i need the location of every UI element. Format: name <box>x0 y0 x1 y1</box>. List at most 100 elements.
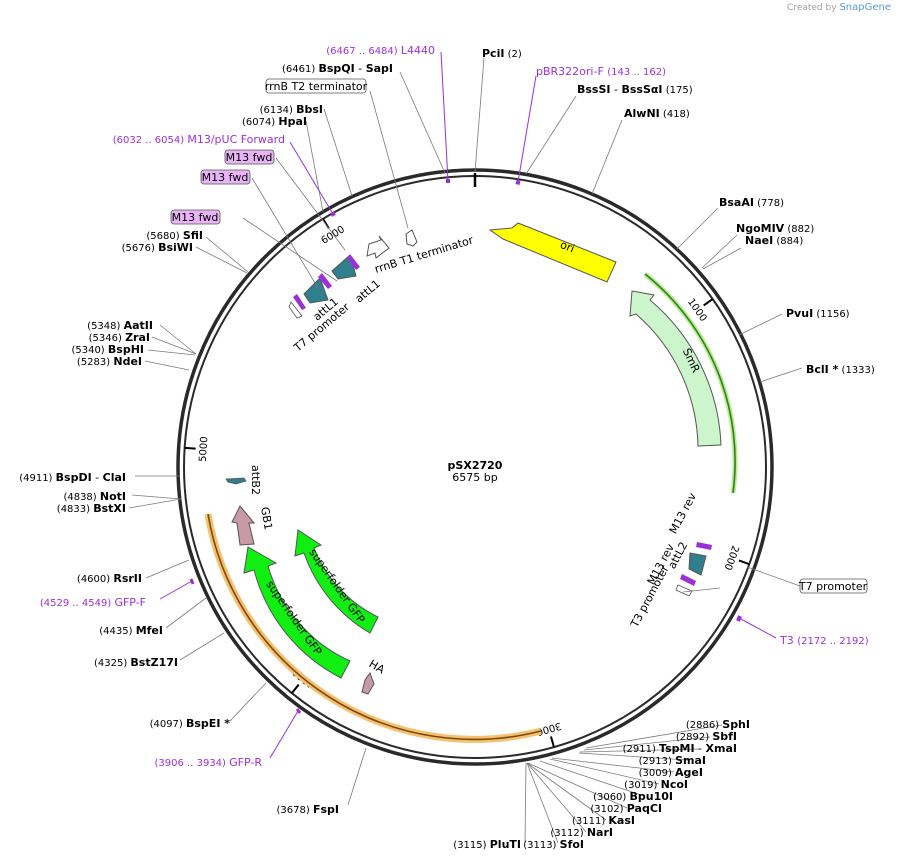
site-bstxi[interactable]: (4833) BstXI <box>57 502 126 515</box>
site-bpu10i[interactable]: (3060) Bpu10I <box>593 790 673 803</box>
sfgfp-feature-2[interactable] <box>294 529 379 634</box>
site-bsphi[interactable]: (5340) BspHI <box>71 343 144 356</box>
primer-t3[interactable]: T3 (2172 .. 2192) <box>779 634 869 647</box>
site-noti[interactable]: (4838) NotI <box>63 490 126 503</box>
attb2-feature[interactable] <box>225 477 247 485</box>
site-agei[interactable]: (3009) AgeI <box>639 766 703 779</box>
site-paqci[interactable]: (3102) PaqCI <box>590 802 662 815</box>
site-sfoi[interactable]: (3113) SfoI <box>523 838 584 851</box>
m13-fwd-marker-3 <box>293 294 306 310</box>
site-kasi[interactable]: (3111) KasI <box>572 814 635 827</box>
site-pcii[interactable]: PciI (2) <box>482 47 522 60</box>
svg-text:(2892) SbfI: (2892) SbfI <box>676 730 737 743</box>
site-bspdi[interactable]: (4911) BspDI - ClaI <box>19 471 126 484</box>
site-zrai[interactable]: (5346) ZraI <box>89 331 150 344</box>
svg-text:NgoMIV (882): NgoMIV (882) <box>736 222 814 235</box>
attl2-feature[interactable] <box>688 552 707 576</box>
rrnb-t1-feature[interactable] <box>366 235 390 259</box>
primer-m13pucforward[interactable]: (6032 .. 6054) M13/pUC Forward <box>113 133 285 146</box>
primer-labels: pBR322ori-F (143 .. 162) T3 (2172 .. 2192… <box>40 44 869 769</box>
primer-pbr322orif[interactable]: pBR322ori-F (143 .. 162) <box>536 65 666 78</box>
primer-gfpf[interactable]: (4529 .. 4549) GFP-F <box>40 596 146 609</box>
svg-text:(3115) PluTI: (3115) PluTI <box>453 838 521 851</box>
site-bsiwi[interactable]: (5676) BsiWI <box>122 241 193 254</box>
svg-text:(3112) NarI: (3112) NarI <box>550 826 613 839</box>
svg-text:(6461) BspQI - SapI: (6461) BspQI - SapI <box>282 62 393 75</box>
svg-text:(3678) FspI: (3678) FspI <box>277 803 339 816</box>
svg-text:(4911) BspDI - ClaI: (4911) BspDI - ClaI <box>19 471 126 484</box>
smr-line-arc <box>644 273 736 494</box>
site-ndei[interactable]: (5283) NdeI <box>77 355 142 368</box>
tick-label-5000: 5000 <box>198 436 211 462</box>
svg-text:(3102) PaqCI: (3102) PaqCI <box>590 802 662 815</box>
attl1-feature-b[interactable] <box>303 277 329 304</box>
t7-promoter-label-right: T7 promoter <box>798 580 868 593</box>
svg-text:(4600) RsrII: (4600) RsrII <box>77 572 142 585</box>
primer-mark-pbr322 <box>515 180 521 185</box>
site-bsaai[interactable]: BsaAI (778) <box>719 196 784 209</box>
gb1-feature[interactable] <box>231 505 256 546</box>
m13-rev-label-a: M13 rev <box>667 490 700 536</box>
site-bspei[interactable]: (4097) BspEI * <box>150 717 231 730</box>
site-bbsi[interactable]: (6134) BbsI <box>260 103 323 116</box>
m13-fwd-marker-1 <box>347 254 360 270</box>
svg-text:(4325) BstZ17I: (4325) BstZ17I <box>94 656 178 669</box>
tick-mark-3000 <box>550 736 555 748</box>
svg-text:(2911) TspMI - XmaI: (2911) TspMI - XmaI <box>623 742 737 755</box>
site-pluti[interactable]: (3115) PluTI <box>453 838 521 851</box>
m13-fwd-marker-2 <box>318 273 332 289</box>
snapgene-watermark: Created by SnapGene <box>787 2 891 13</box>
rrnb-t1-label: rrnB T1 terminator <box>373 233 475 275</box>
svg-text:NaeI (884): NaeI (884) <box>745 234 803 247</box>
site-bspqi[interactable]: (6461) BspQI - SapI <box>282 62 393 75</box>
site-sbfi[interactable]: (2892) SbfI <box>676 730 737 743</box>
site-ngomiv[interactable]: NgoMIV (882) <box>736 222 814 235</box>
svg-text:(5346) ZraI: (5346) ZraI <box>89 331 150 344</box>
site-hpai[interactable]: (6074) HpaI <box>242 115 307 128</box>
site-ncoi[interactable]: (3019) NcoI <box>624 778 688 791</box>
m13-fwd-box-3 <box>170 209 221 225</box>
site-pvui[interactable]: PvuI (1156) <box>786 307 850 320</box>
site-smai[interactable]: (2913) SmaI <box>639 754 706 767</box>
primer-leaders <box>159 51 777 759</box>
site-nari[interactable]: (3112) NarI <box>550 826 613 839</box>
site-bsssi[interactable]: BssSI - BssSαI (175) <box>577 83 693 96</box>
site-tspmi[interactable]: (2911) TspMI - XmaI <box>623 742 737 755</box>
rrnb-t2-label: rrnB T2 terminator <box>265 80 368 93</box>
svg-text:(3009) AgeI: (3009) AgeI <box>639 766 703 779</box>
attl1-label-a: attL1 <box>353 277 383 305</box>
site-naei[interactable]: NaeI (884) <box>745 234 803 247</box>
smr-feature[interactable] <box>629 290 722 447</box>
svg-text:(3019) NcoI: (3019) NcoI <box>624 778 688 791</box>
ha-feature[interactable] <box>361 671 375 695</box>
site-alwni[interactable]: AlwNI (418) <box>624 107 690 120</box>
svg-text:(3060) Bpu10I: (3060) Bpu10I <box>593 790 673 803</box>
site-sphi[interactable]: (2886) SphI <box>686 718 750 731</box>
primer-gfpr[interactable]: (3906 .. 3934) GFP-R <box>155 756 263 769</box>
sfgfp-label-2: superfolder GFP <box>306 546 367 626</box>
svg-text:BclI * (1333): BclI * (1333) <box>806 363 875 376</box>
m13-fwd-box-1 <box>224 149 275 165</box>
site-rsrii[interactable]: (4600) RsrII <box>77 572 142 585</box>
svg-text:PvuI (1156): PvuI (1156) <box>786 307 850 320</box>
m13-fwd-box-2 <box>200 169 251 185</box>
tick-mark-2000 <box>738 559 750 566</box>
sfgfp-feature-1[interactable] <box>243 546 351 679</box>
svg-text:PciI (2): PciI (2) <box>482 47 522 60</box>
t7-promoter-arrow-left <box>288 301 303 319</box>
svg-text:(4435) MfeI: (4435) MfeI <box>99 624 163 637</box>
site-mfei[interactable]: (4435) MfeI <box>99 624 163 637</box>
primer-mark-gfpr <box>295 708 302 714</box>
site-bcli[interactable]: BclI * (1333) <box>806 363 875 376</box>
m13-fwd-label-1: M13 fwd <box>226 151 273 164</box>
primer-l4440[interactable]: (6467 .. 6484) L4440 <box>326 44 435 57</box>
rrnb-t2-feature[interactable] <box>405 229 418 247</box>
site-bstz17i[interactable]: (4325) BstZ17I <box>94 656 178 669</box>
ori-feature[interactable] <box>488 222 617 283</box>
m13-fwd-label-2: M13 fwd <box>202 171 249 184</box>
site-sfii[interactable]: (5680) SfiI <box>146 229 203 242</box>
site-aatii[interactable]: (5348) AatII <box>87 319 153 332</box>
site-fspi[interactable]: (3678) FspI <box>277 803 339 816</box>
gfp-highlight-arc <box>204 513 542 743</box>
